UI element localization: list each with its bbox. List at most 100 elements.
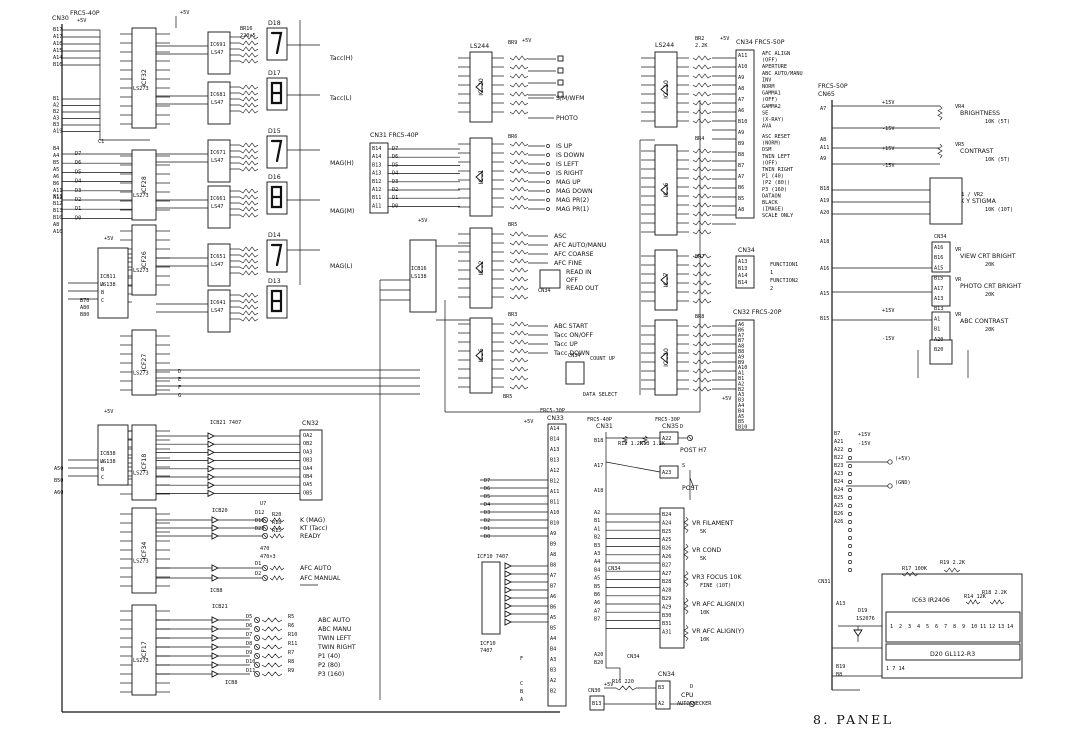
- icg10-signal-label: APERTURE: [762, 64, 787, 70]
- lower-led-label: TWIN RIGHT: [317, 644, 356, 651]
- resistor: [239, 160, 259, 166]
- icf18-label: ICF18: [141, 454, 148, 472]
- cn34-top-pin: A8: [738, 207, 744, 213]
- ic7407-label: ICB21: [212, 604, 228, 610]
- connector-terminal: [848, 456, 852, 460]
- resistor: [509, 276, 529, 282]
- resistor-ref: R11: [288, 641, 297, 647]
- icg10-signal-label: INV: [762, 77, 771, 83]
- cn30-pin: A2: [53, 103, 59, 109]
- resistor-array-value: 220×5: [240, 33, 256, 39]
- resistor: [509, 375, 529, 381]
- ic138a-input: A: [101, 282, 105, 288]
- icg6-signal-label: SCALE ONLY: [762, 213, 794, 219]
- segment-digit: [270, 185, 283, 209]
- ic7407-label: ICB8: [225, 680, 238, 686]
- resistor: [509, 357, 529, 363]
- cn30-pin: A80: [80, 305, 89, 311]
- resistor: [692, 262, 712, 268]
- cn65-pin: A25: [834, 503, 843, 509]
- icg3-pin-number: 4: [917, 624, 920, 630]
- display-ref: D17: [268, 70, 281, 77]
- cn32-output: OA3: [303, 449, 312, 455]
- cn32-top-pin: B2: [738, 387, 744, 393]
- driver-buffer: [504, 578, 513, 586]
- resistor: [901, 571, 919, 577]
- diode-ref: D12: [255, 510, 264, 516]
- display-ref: D14: [268, 232, 281, 239]
- cn65-pin: B18: [820, 186, 829, 192]
- led-display-chip: [885, 643, 1021, 661]
- cn31-right-pin: A6: [594, 600, 600, 606]
- resistor: [239, 84, 259, 90]
- icg10-signal-label: GAMMA1: [762, 91, 781, 97]
- dec6-chip: [207, 289, 231, 333]
- icg7-signal-label: FUNCTION2: [770, 278, 798, 284]
- ic138b-input: A: [101, 459, 105, 465]
- icg1-signal-label: IS RIGHT: [556, 170, 583, 177]
- resistor: [239, 34, 259, 40]
- icb16-chip: [409, 239, 437, 313]
- count-up-box: [565, 361, 585, 385]
- cn30-pin: B5: [53, 160, 59, 166]
- icg3-pin-number: 9: [962, 624, 965, 630]
- resistor: [261, 617, 283, 623]
- supply-label: +5V: [77, 18, 86, 24]
- switch-signal-label: PHOTO: [556, 115, 578, 122]
- read-switch-label: OFF: [566, 277, 578, 284]
- resistor: [261, 626, 283, 632]
- segment-digit: [270, 243, 283, 267]
- cn30-pin: B1: [53, 96, 59, 102]
- driver-buffer: [211, 532, 220, 540]
- supply-label: (GND): [895, 480, 911, 486]
- icg2-signal-label: AFC COARSE: [554, 251, 594, 258]
- cn33-box: [547, 423, 567, 707]
- cn34-bottom-pin: A2: [658, 701, 664, 707]
- cn65-pin: A11: [820, 145, 829, 151]
- afc-led-label: AFC AUTO: [300, 565, 332, 572]
- icg10-signal-label: AFC ALIGN: [762, 51, 790, 57]
- supply-label: +15V: [858, 432, 871, 438]
- resistor: [239, 58, 259, 64]
- cn34-vr-pin: A15: [934, 265, 943, 271]
- lower-led-label: TWIN LEFT: [317, 635, 351, 642]
- driver-buffer: [211, 661, 220, 669]
- resistor: [692, 118, 712, 124]
- cn65-pin: A26: [834, 519, 843, 525]
- switch-contact: [546, 207, 550, 211]
- cn33-bus-label: D6: [484, 486, 490, 492]
- cn33-pin: A7: [550, 573, 556, 579]
- diode-ref: D7: [246, 632, 252, 638]
- post-ref: S: [682, 463, 685, 469]
- cn35-pin: A22: [662, 436, 671, 442]
- cn65-type: FRC5-50P: [818, 83, 848, 90]
- display-label: MAG(H): [330, 160, 354, 167]
- resistor: [239, 154, 259, 160]
- resistor-ref: R13 1.2K: [640, 441, 666, 447]
- cn33-pin: A8: [550, 552, 556, 558]
- display-label: MAG(M): [330, 208, 354, 215]
- icg6-signal-label: P3 (160): [762, 187, 787, 193]
- cn31-right-pin: B7: [594, 617, 600, 623]
- cn35-pin: A27: [662, 571, 671, 577]
- cn65-pin: A24: [834, 487, 843, 493]
- buffer-arrow: [475, 349, 483, 362]
- resistor: [642, 435, 648, 445]
- count-up-label: COUNT UP: [590, 356, 615, 362]
- resistor: [509, 168, 529, 174]
- lower-led-label: P3 (160): [318, 671, 344, 678]
- icf32-part: LS273: [133, 86, 149, 92]
- connector-terminal: [848, 488, 852, 492]
- resistor: [239, 200, 259, 206]
- vr-label: VR AFC ALIGN(Y): [692, 628, 744, 635]
- supply-label: -15V: [882, 163, 895, 169]
- cn32-top-pin: A8: [738, 344, 744, 350]
- cn31-right-pin: A4: [594, 559, 600, 565]
- resistor: [239, 316, 259, 322]
- cn31-right-pin: A1: [594, 526, 600, 532]
- dec6-part: LS47: [211, 308, 224, 314]
- connector-terminal: [848, 552, 852, 556]
- dec4-part: LS47: [211, 204, 224, 210]
- icb6-signal-label: Tacc ON/OFF: [553, 332, 593, 339]
